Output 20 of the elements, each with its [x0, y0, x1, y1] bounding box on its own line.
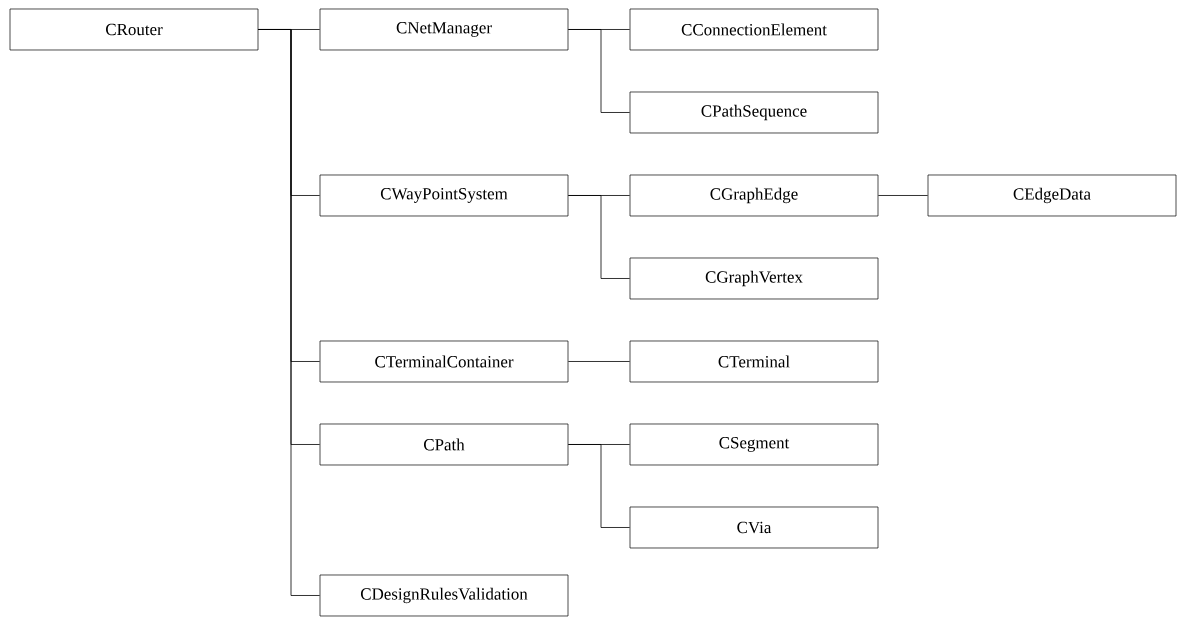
class-box: CDesignRulesValidation — [319, 574, 569, 617]
connector — [567, 195, 631, 279]
class-box: CVia — [629, 506, 879, 549]
class-box: CTerminal — [629, 340, 879, 383]
connector — [877, 195, 929, 196]
class-box: CWayPointSystem — [319, 174, 569, 217]
connector — [257, 29, 321, 596]
connector — [567, 29, 631, 113]
class-box: CGraphEdge — [629, 174, 879, 217]
connector — [567, 361, 631, 362]
class-box: CPath — [319, 423, 569, 466]
connector — [567, 444, 631, 528]
class-box: CNetManager — [319, 8, 569, 51]
class-box: CRouter — [9, 8, 259, 51]
class-box: CEdgeData — [927, 174, 1177, 217]
class-box: CPathSequence — [629, 91, 879, 134]
class-box: CGraphVertex — [629, 257, 879, 300]
class-box: CTerminalContainer — [319, 340, 569, 383]
class-box: CConnectionElement — [629, 8, 879, 51]
class-box: CSegment — [629, 423, 879, 466]
